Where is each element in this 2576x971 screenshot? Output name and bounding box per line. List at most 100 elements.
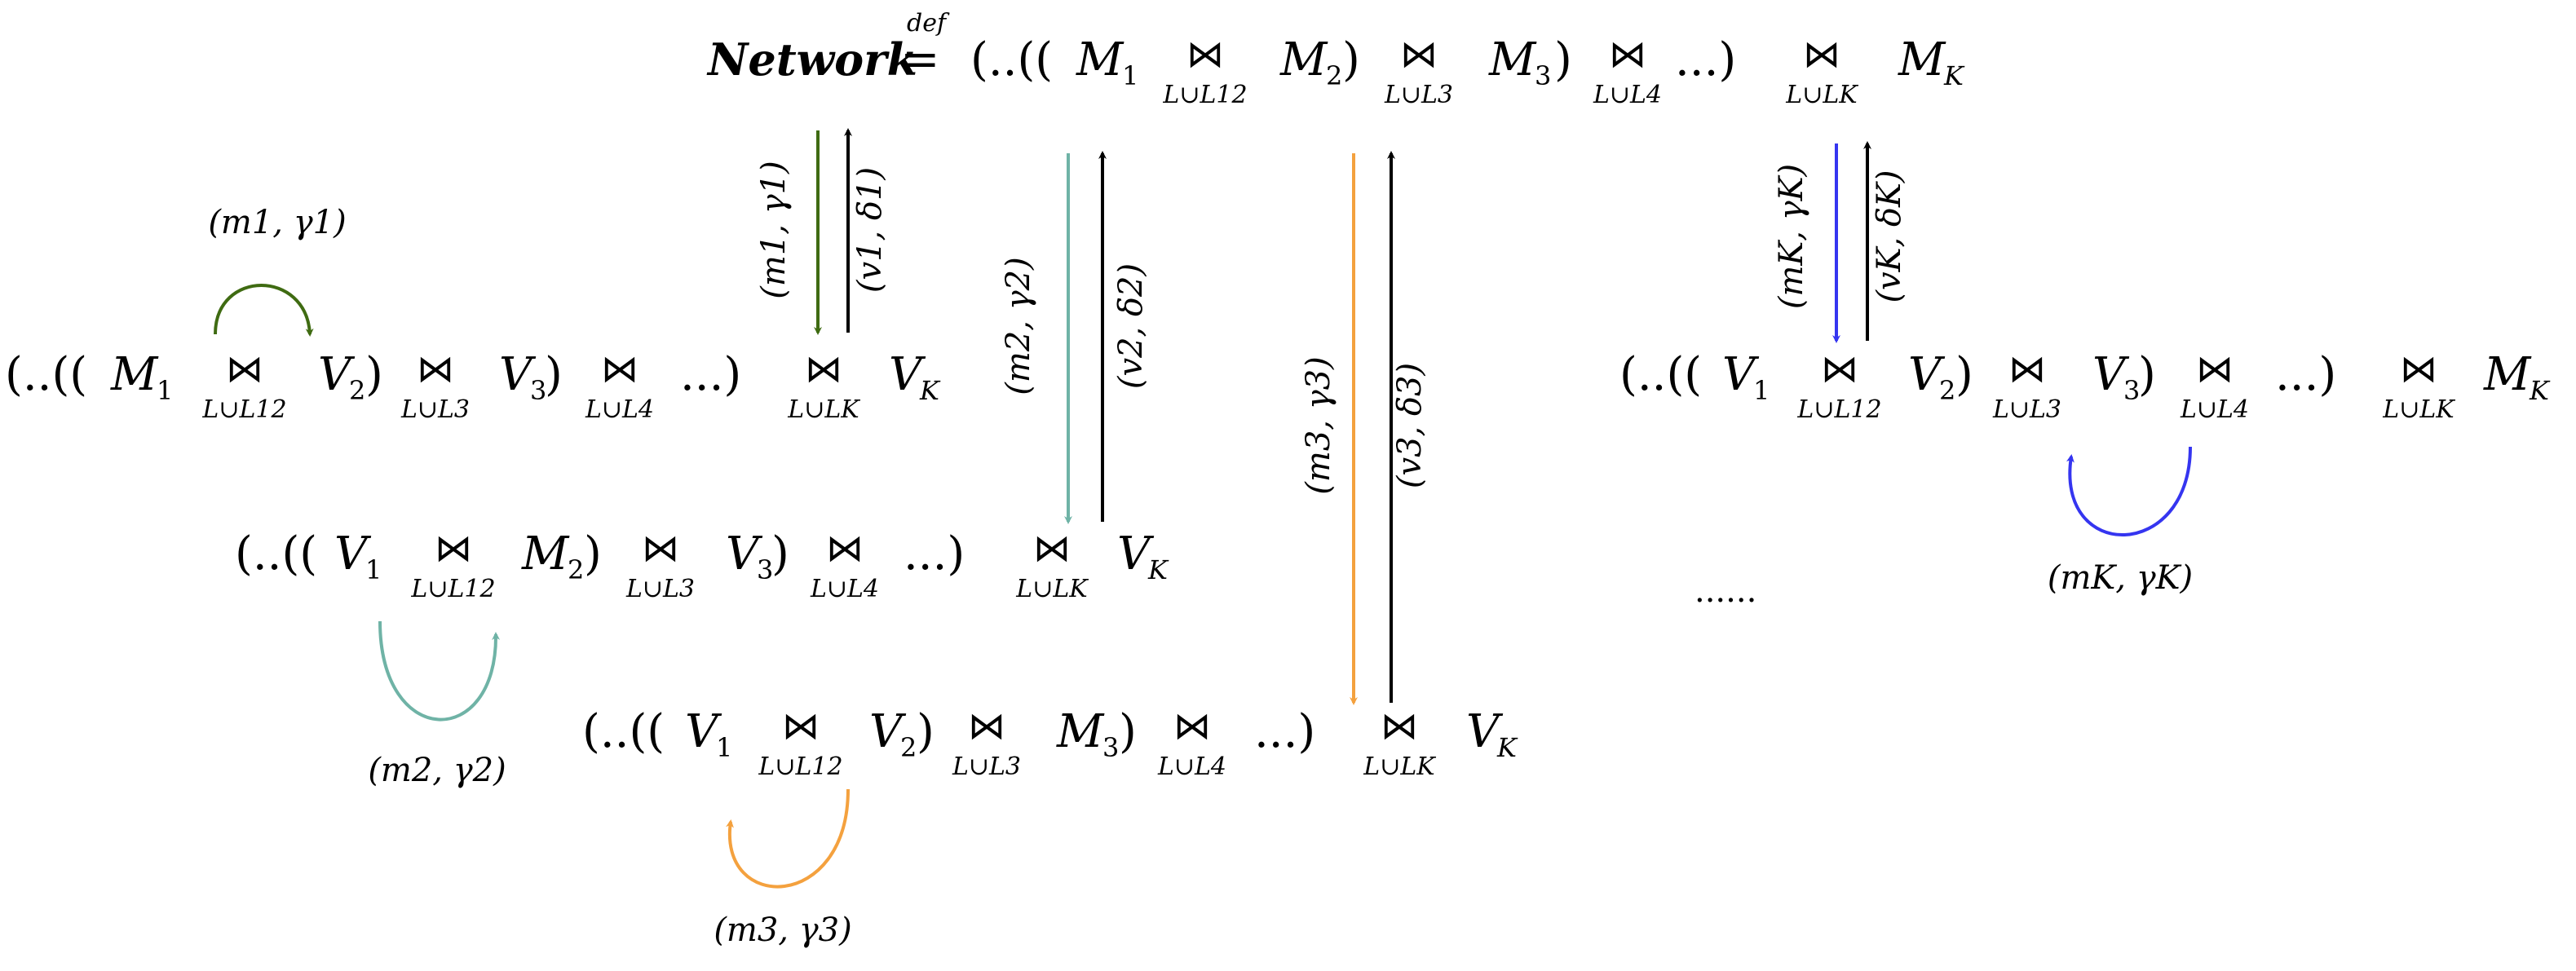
loop-label-tK: (mK, γK) [2048, 559, 2193, 597]
term-vk: V [1466, 705, 1504, 758]
term-v2: V [1908, 348, 1946, 401]
expr-ellipsis: ...) [904, 527, 965, 580]
transition-down-label-t1: (m1, γ1) [755, 161, 793, 298]
term-v1-sub: 1 [1753, 375, 1770, 406]
join-label-l4: L∪L4 [1157, 753, 1226, 781]
join-label-l3: L∪L3 [952, 753, 1021, 781]
term-m2-sub: 2 [568, 554, 584, 585]
expr-open-paren: (..(( [5, 348, 87, 401]
transition-up-label-t2: (v2, δ2) [1112, 263, 1150, 389]
join-label-l4: L∪L4 [585, 395, 654, 424]
term-m1-sub: 1 [157, 375, 173, 406]
term-v1: V [685, 705, 722, 758]
paren-close: ) [1554, 33, 1572, 86]
term-v1: V [334, 527, 372, 580]
join-label-lk: L∪LK [1785, 81, 1858, 109]
term-mk: M [2483, 348, 2532, 401]
term-v3-sub: 3 [2123, 375, 2140, 406]
expr-open-paren: (..(( [235, 527, 317, 580]
term-m2-sub: 2 [1326, 60, 1342, 91]
transition-down-label-t2: (m2, γ2) [1000, 257, 1037, 395]
term-v3: V [726, 527, 763, 580]
term-vk: V [1117, 527, 1155, 580]
expr-open-paren: (..(( [582, 705, 665, 758]
join-label-l12: L∪L12 [1162, 81, 1247, 109]
expr-ellipsis: ...) [2275, 348, 2336, 401]
paren-close: ) [1955, 348, 1973, 401]
join-symbol: ⋈ [2008, 346, 2046, 391]
join-label-l4: L∪L4 [1593, 81, 1662, 109]
loop-label-t1: (m1, γ1) [208, 204, 346, 241]
join-symbol: ⋈ [226, 346, 263, 391]
join-symbol: ⋈ [601, 346, 638, 391]
term-mk-sub: K [2529, 375, 2551, 406]
term-m2: M [521, 527, 570, 580]
expr-open-paren: (..(( [1619, 348, 1702, 401]
expr-ellipsis: ...) [1675, 33, 1736, 86]
join-symbol: ⋈ [1803, 32, 1840, 76]
expr-ellipsis: ...) [1254, 705, 1315, 758]
term-v1-sub: 1 [365, 554, 382, 585]
rows-ellipsis: ...... [1695, 572, 1756, 610]
loop-arrow-t3 [726, 788, 850, 889]
loop-label-t3: (m3, γ3) [714, 911, 851, 949]
join-symbol: ⋈ [1821, 346, 1858, 391]
join-symbol: ⋈ [805, 346, 842, 391]
term-v1: V [1722, 348, 1760, 401]
join-label-lk: L∪LK [1015, 575, 1089, 603]
term-mk-sub: K [1943, 60, 1965, 91]
join-label-l3: L∪L3 [400, 395, 470, 424]
loop-arrow-t1 [214, 284, 314, 337]
paren-close: ) [1342, 33, 1360, 86]
term-v1-sub: 1 [716, 732, 732, 763]
join-label-lk: L∪LK [2382, 395, 2455, 424]
term-m3: M [1056, 705, 1105, 758]
row-k-expression: (..(( V 1 ⋈ L∪L12 V 2 ) ⋈ L∪L3 V 3 ) ⋈ L… [1619, 346, 2551, 424]
term-v3: V [2092, 348, 2130, 401]
term-vk-sub: K [1496, 732, 1518, 763]
term-vk-sub: K [919, 375, 941, 406]
term-v3: V [499, 348, 537, 401]
def-mark: def [907, 9, 950, 38]
join-label-l3: L∪L3 [1384, 81, 1453, 109]
row-2-expression: (..(( V 1 ⋈ L∪L12 M 2 ) ⋈ L∪L3 V 3 ) ⋈ L… [235, 526, 1169, 603]
paren-close: ) [1119, 705, 1137, 758]
join-label-lk: L∪LK [787, 395, 860, 424]
term-v2-sub: 2 [349, 375, 365, 406]
join-label-l12: L∪L12 [1796, 395, 1881, 424]
term-m3-sub: 3 [1102, 732, 1119, 763]
join-label-l4: L∪L4 [810, 575, 879, 603]
term-m1: M [110, 348, 159, 401]
paren-close: ) [365, 348, 383, 401]
paren-close: ) [2138, 348, 2156, 401]
transition-up-label-t3: (v3, δ3) [1391, 363, 1429, 488]
join-label-l3: L∪L3 [1992, 395, 2061, 424]
expr-ellipsis: ...) [680, 348, 741, 401]
join-label-l12: L∪L12 [201, 395, 286, 424]
paren-close: ) [545, 348, 563, 401]
join-symbol: ⋈ [968, 704, 1005, 748]
join-symbol: ⋈ [1173, 704, 1211, 748]
join-symbol: ⋈ [2400, 346, 2437, 391]
network-definition: Network def = (..(( M 1 ⋈ L∪L12 M 2 ) ⋈ … [706, 9, 1965, 109]
join-symbol: ⋈ [642, 526, 679, 570]
join-label-l12: L∪L12 [758, 753, 842, 781]
join-symbol: ⋈ [826, 526, 864, 570]
join-label-lk: L∪LK [1363, 753, 1436, 781]
transition-up-label-tK: (vK, δK) [1871, 170, 1908, 302]
transition-down-label-tK: (mK, γK) [1773, 164, 1810, 309]
join-symbol: ⋈ [2196, 346, 2234, 391]
transition-down-label-t3: (m3, γ3) [1300, 356, 1337, 494]
network-label: Network [706, 33, 917, 86]
loop-arrows: (m1, γ1) (m2, γ2) (m3, γ3) (mK, γK) [208, 204, 2193, 949]
join-symbol: ⋈ [435, 526, 472, 570]
transition-up-label-t1: (v1, δ1) [851, 167, 889, 293]
term-vk-sub: K [1147, 554, 1169, 585]
term-m1: M [1076, 33, 1125, 86]
term-v2: V [869, 705, 907, 758]
term-m1-sub: 1 [1122, 60, 1138, 91]
term-vk: V [889, 348, 926, 401]
join-symbol: ⋈ [1381, 704, 1418, 748]
transition-arrows: (m1, γ1) (v1, δ1) (m2, γ2) (v2, δ2) (m3, γ3)… [755, 128, 1908, 705]
